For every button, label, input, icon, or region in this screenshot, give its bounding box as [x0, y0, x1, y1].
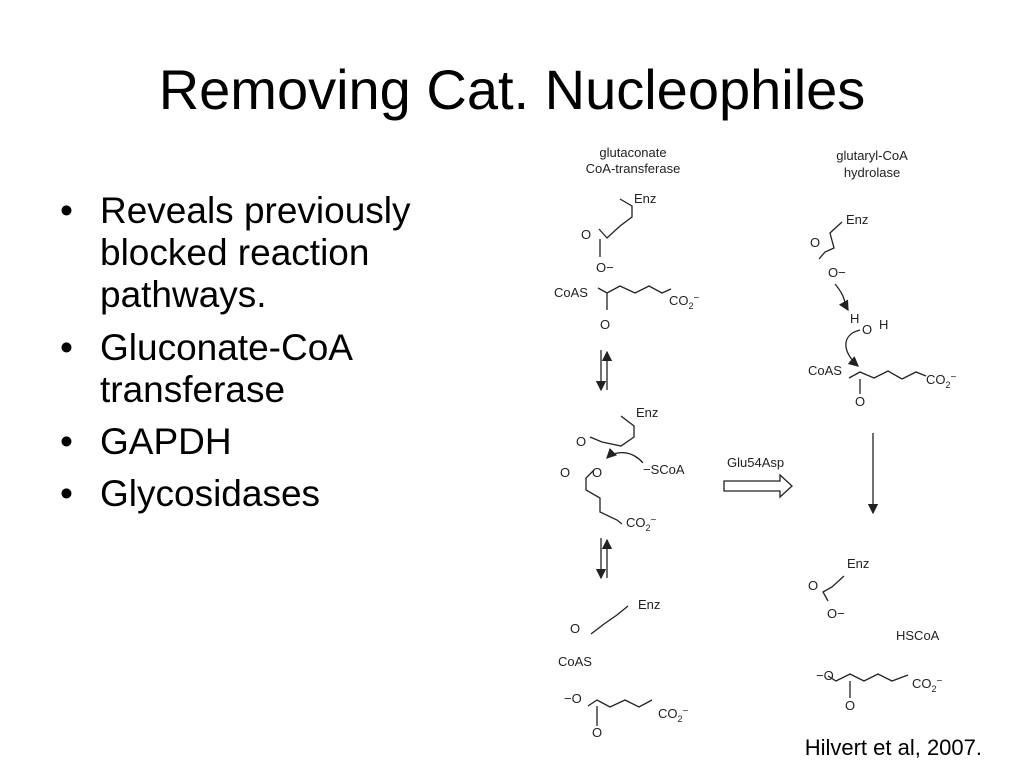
curved-arrow — [845, 329, 861, 367]
enz-label: Enz — [638, 597, 660, 612]
enz-label: Enz — [636, 405, 658, 420]
bond-lines — [597, 285, 672, 294]
oxide-label: O− — [828, 265, 846, 280]
carboxylate-label: CO2− — [912, 676, 943, 694]
bond-lines — [590, 605, 629, 635]
hscoa-label: HSCoA — [896, 628, 940, 643]
thioate-label: −SCoA — [643, 462, 685, 477]
oxygen-label: O — [855, 394, 865, 409]
hydrogen-label: H — [879, 317, 888, 332]
bond-lines — [589, 415, 635, 447]
bond-lines — [827, 673, 909, 682]
carboxylate-label: CO2− — [669, 293, 700, 311]
reaction-scheme: glutaconate CoA-transferase glutaryl-CoA… — [554, 145, 957, 740]
oxygen-label: O — [560, 465, 570, 480]
bullet-item: GAPDH — [60, 421, 500, 463]
oxygen-label: O — [810, 235, 820, 250]
oxygen-label: O — [808, 578, 818, 593]
oxygen-label: O — [592, 725, 602, 740]
coas-label: CoAS — [558, 654, 592, 669]
right-title-line2: hydrolase — [844, 165, 900, 180]
bond-lines — [848, 370, 927, 380]
bullet-list: Reveals previously blocked reaction path… — [60, 190, 500, 525]
oxide-label: O− — [596, 260, 614, 275]
enz-label: Enz — [846, 212, 868, 227]
bond-lines — [818, 221, 843, 260]
oxide-label: −O — [564, 691, 582, 706]
oxygen-label: O — [862, 322, 872, 337]
enz-label: Enz — [634, 191, 656, 206]
curved-arrow — [834, 283, 849, 312]
mutation-label: Glu54Asp — [727, 455, 784, 470]
coas-label: CoAS — [808, 363, 842, 378]
curved-arrow — [606, 447, 644, 464]
left-title-line2: CoA-transferase — [586, 161, 681, 176]
bullet-item: Gluconate-CoA transferase — [60, 327, 500, 411]
bullet-item: Glycosidases — [60, 473, 500, 515]
carboxylate-label: CO2− — [926, 372, 957, 390]
left-title-line1: glutaconate — [599, 145, 666, 160]
bond-lines — [822, 575, 845, 602]
carboxylate-label: CO2− — [658, 706, 689, 724]
hydrogen-label: H — [850, 311, 859, 326]
right-title-line1: glutaryl-CoA — [836, 148, 908, 163]
bond-lines — [587, 699, 653, 708]
oxygen-label: O — [845, 698, 855, 713]
oxygen-label: O — [570, 621, 580, 636]
oxygen-label: O — [576, 434, 586, 449]
bond-lines — [585, 469, 623, 525]
oxygen-label: O — [600, 317, 610, 332]
citation: Hilvert et al, 2007. — [804, 735, 982, 760]
mutation-arrow — [723, 473, 793, 499]
oxygen-label: O — [581, 227, 591, 242]
oxide-label: −O — [816, 668, 834, 683]
bullet-item: Reveals previously blocked reaction path… — [60, 190, 500, 317]
bond-lines — [598, 198, 633, 239]
carboxylate-label: CO2− — [626, 515, 657, 533]
coas-label: CoAS — [554, 285, 588, 300]
oxygen-label: O — [592, 465, 602, 480]
enz-label: Enz — [847, 556, 869, 571]
oxide-label: O− — [827, 606, 845, 621]
slide-title: Removing Cat. Nucleophiles — [158, 58, 866, 121]
